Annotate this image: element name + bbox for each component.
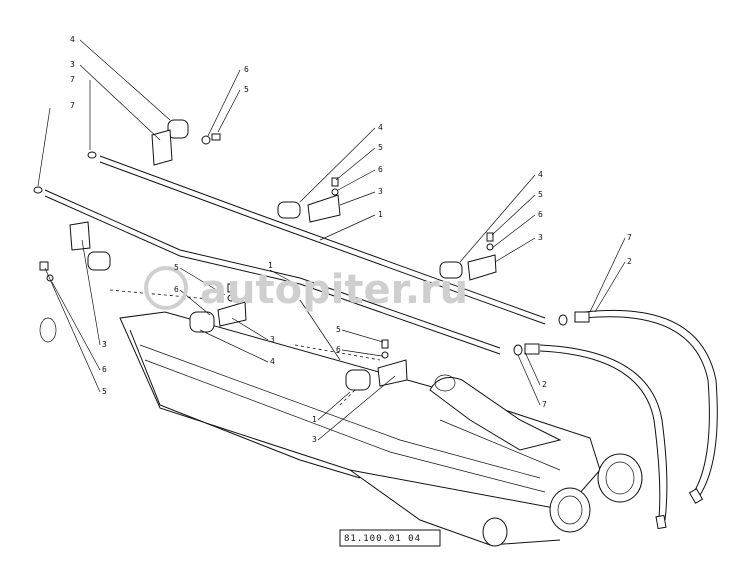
callout-label: 5 xyxy=(538,190,543,199)
callout-label: 3 xyxy=(70,60,75,69)
hydraulic-tubes xyxy=(44,155,546,355)
alignment-lines xyxy=(109,289,381,406)
callout-label: 1 xyxy=(378,210,383,219)
callout-label: 4 xyxy=(538,170,543,179)
clamp-assemblies xyxy=(39,119,497,391)
callout-label: 6 xyxy=(174,285,179,294)
callout-label: 6 xyxy=(244,65,249,74)
callout-label: 4 xyxy=(378,123,383,132)
reference-box: 81.100.01 04 xyxy=(339,529,441,547)
callout-label: 5 xyxy=(174,263,179,272)
callout-label: 4 xyxy=(270,357,275,366)
watermark-text: autopiter.ru xyxy=(200,267,468,313)
callout-label: 3 xyxy=(102,340,107,349)
callout-label: 2 xyxy=(627,257,632,266)
callout-label: 3 xyxy=(538,233,543,242)
callout-label: 6 xyxy=(102,365,107,374)
callout-label: 7 xyxy=(70,75,75,84)
callout-labels: 4 3 7 7 6 5 4 5 6 3 1 4 5 6 3 7 2 1 5 6 … xyxy=(70,35,632,444)
callout-label: 3 xyxy=(270,335,275,344)
leader-lines xyxy=(37,39,626,538)
reference-code: 81.100.01 04 xyxy=(344,534,421,544)
callout-label: 6 xyxy=(336,345,341,354)
callout-label: 1 xyxy=(268,261,273,270)
callout-label: 7 xyxy=(627,233,632,242)
callout-label: 7 xyxy=(70,101,75,110)
callout-label: 5 xyxy=(378,143,383,152)
callout-label: 7 xyxy=(542,400,547,409)
callout-label: 5 xyxy=(244,85,249,94)
callout-label: 3 xyxy=(378,187,383,196)
callout-label: 4 xyxy=(70,35,75,44)
callout-label: 5 xyxy=(336,325,341,334)
o-rings xyxy=(33,151,590,356)
hydraulic-hoses xyxy=(539,309,718,530)
callout-label: 2 xyxy=(542,380,547,389)
watermark: autopiter.ru xyxy=(144,266,468,313)
callout-label: 6 xyxy=(538,210,543,219)
callout-label: 1 xyxy=(312,415,317,424)
callout-label: 5 xyxy=(102,387,107,396)
callout-label: 6 xyxy=(378,165,383,174)
callout-label: 3 xyxy=(312,435,317,444)
boom-body xyxy=(119,299,643,547)
